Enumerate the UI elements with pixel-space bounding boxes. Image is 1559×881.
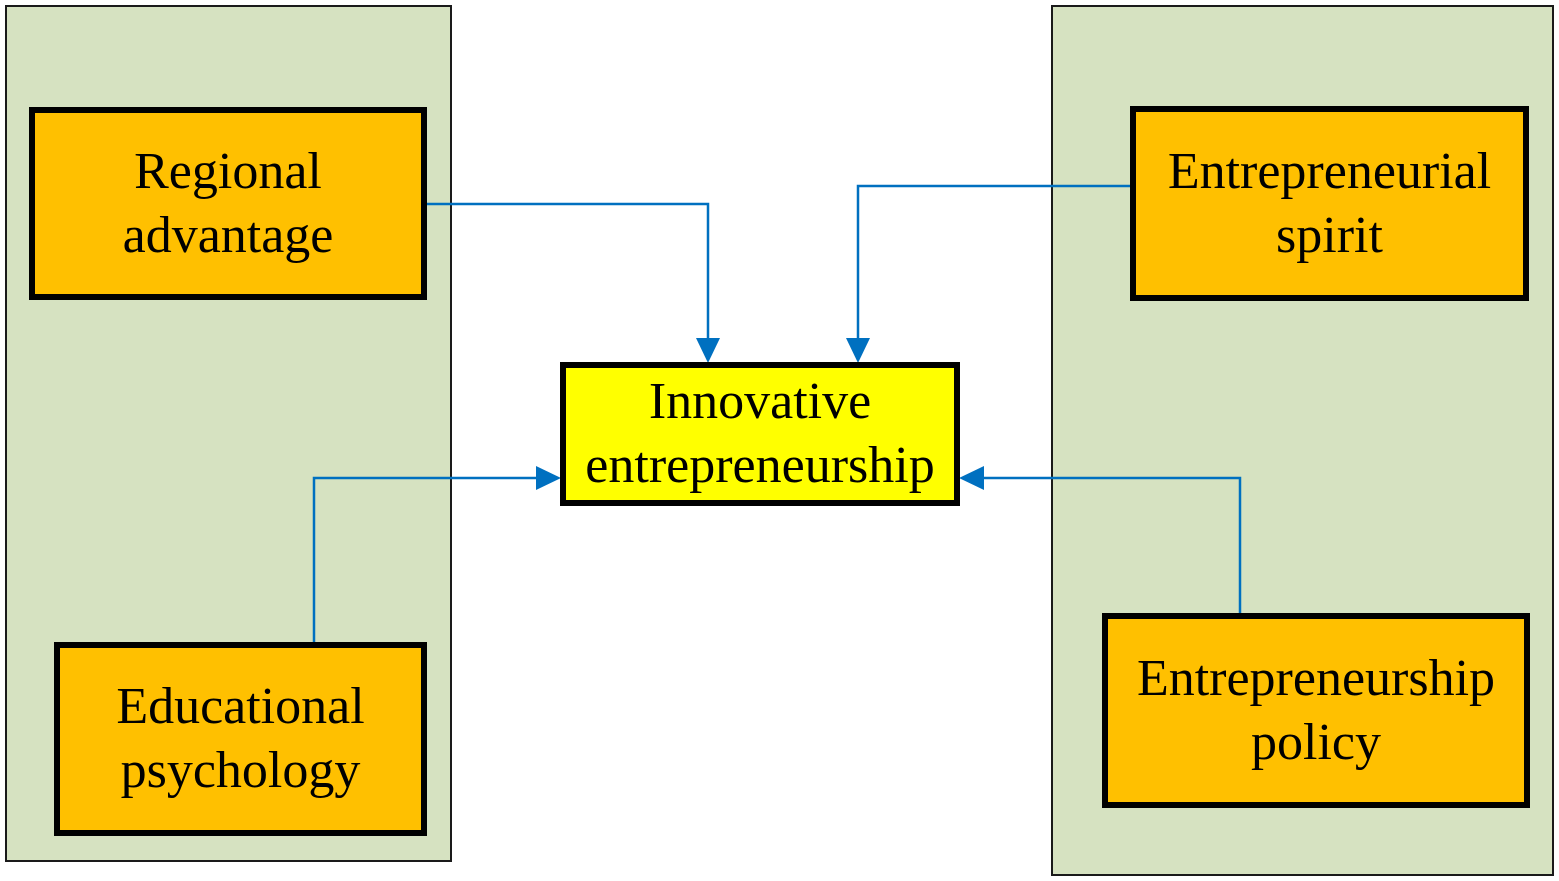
node-label-line: Innovative bbox=[648, 373, 872, 430]
node-label-line: Entrepreneurship bbox=[1136, 649, 1496, 707]
edge-spirit-to-center bbox=[856, 184, 1132, 338]
arrowhead-regional bbox=[696, 338, 720, 363]
edge-regional-to-center bbox=[426, 202, 710, 338]
node-label-line: Entrepreneurial bbox=[1167, 142, 1492, 200]
node-educational-psychology: Educational psychology bbox=[54, 642, 427, 836]
node-label-line: psychology bbox=[120, 742, 361, 799]
edge-policy-to-center bbox=[984, 476, 1242, 615]
node-label-line: Regional bbox=[134, 142, 322, 200]
arrowhead-policy bbox=[959, 466, 984, 490]
arrowhead-spirit bbox=[846, 338, 870, 363]
node-entrepreneurship-policy: Entrepreneurship policy bbox=[1102, 613, 1530, 808]
node-label-line: advantage bbox=[122, 206, 334, 264]
node-label-line: policy bbox=[1251, 713, 1381, 771]
edge-educational-to-center bbox=[312, 476, 536, 645]
node-label-line: entrepreneurship bbox=[585, 437, 935, 494]
node-entrepreneurial-spirit: Entrepreneurial spirit bbox=[1130, 106, 1529, 301]
node-label-line: spirit bbox=[1276, 206, 1383, 264]
node-regional-advantage: Regional advantage bbox=[29, 107, 427, 300]
node-innovative-entrepreneurship: Innovative entrepreneurship bbox=[560, 362, 960, 506]
arrowhead-educational bbox=[536, 466, 561, 490]
node-label-line: Educational bbox=[116, 678, 365, 735]
